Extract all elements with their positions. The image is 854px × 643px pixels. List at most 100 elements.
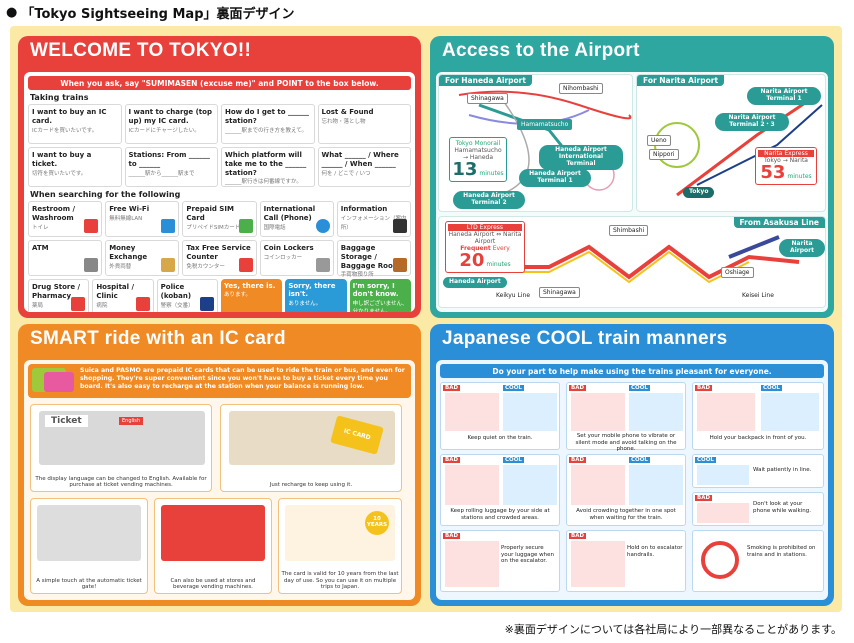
phrase-jp: ICカードにチャージしたい。 <box>128 127 200 134</box>
cool-illustration <box>503 465 557 505</box>
tax-free-icon <box>238 258 253 272</box>
answer-en: Sorry, there isn't. <box>288 282 336 299</box>
ticket-machine-image: Ticket English <box>39 411 205 465</box>
ten-years-badge: 10 YEARS <box>365 511 389 535</box>
ic-title: SMART ride with an IC card <box>30 328 286 349</box>
keikyu-line-label: Keikyu Line <box>496 292 531 299</box>
minutes-label: minutes <box>479 170 504 177</box>
manner-wait-in-line: COOL Wait patiently in line. <box>692 454 824 488</box>
ic-card-graphic: IC CARD <box>330 415 384 455</box>
phrase-card: Stations: From ______ to ____________駅から… <box>124 147 218 187</box>
money-exchange-icon <box>161 258 176 272</box>
bad-label: BAD <box>443 533 461 539</box>
manner-avoid-crowding: BAD COOL Avoid crowding together in one … <box>566 454 686 526</box>
phrase-card: Which platform will take me to the _____… <box>221 147 315 187</box>
pasmo-card-icon <box>44 372 74 392</box>
phrase-jp: ______駅までの行き方を教えて。 <box>225 127 308 134</box>
ltd-minutes: 20 <box>459 250 485 271</box>
bad-label: BAD <box>569 385 587 391</box>
answer-jp: 申し訳ございません、分かりません。 <box>352 300 408 312</box>
service-en: Drug Store / Pharmacy <box>32 283 81 300</box>
vending-machine-image <box>161 505 265 561</box>
phrase-en: Which platform will take me to the _____… <box>225 151 307 177</box>
narita-heading: For Narita Airport <box>637 75 725 86</box>
manner-caption: Hold your backpack in front of you. <box>709 435 807 441</box>
ic-step-validity: 10 YEARS The card is valid for 10 years … <box>278 498 402 594</box>
ic-intro-box: Suica and PASMO are prepaid IC cards tha… <box>28 364 411 398</box>
frequent-label: Frequent <box>460 245 491 252</box>
welcome-title: WELCOME TO TOKYO!! <box>30 40 252 61</box>
badge-haneda-intl: Haneda Airport International Terminal <box>539 145 623 170</box>
manners-panel: Japanese COOL train manners Do your part… <box>430 324 834 606</box>
service-grid-bottom: Drug Store / Pharmacy 薬局 Hospital / Clini… <box>24 279 415 312</box>
cool-illustration <box>503 393 557 431</box>
baggage-icon <box>392 258 407 272</box>
service-jp: コインロッカー <box>263 254 303 261</box>
manner-phone-walking: BAD Don't look at your phone while walki… <box>692 492 824 526</box>
service-card-pharmacy: Drug Store / Pharmacy 薬局 <box>28 279 90 312</box>
nex-time-box: Narita Express Tokyo → Narita 53 minutes <box>755 147 817 185</box>
manner-caption: Wait patiently in line. <box>753 467 812 473</box>
pharmacy-icon <box>71 297 86 311</box>
ic-step-caption: A simple touch at the automatic ticket g… <box>36 577 142 591</box>
taking-trains-heading: Taking trains <box>30 93 89 102</box>
badge-haneda-t2: Haneda Airport Terminal 2 <box>453 191 525 209</box>
phrase-en: I want to buy a ticket. <box>32 151 92 168</box>
wifi-icon <box>161 219 176 233</box>
coin-locker-icon <box>315 258 330 272</box>
asakusa-route-lines <box>469 235 800 284</box>
phrase-card: How do I get to ______ station?______駅まで… <box>221 104 315 144</box>
phrase-card: I want to buy a ticket.切符を買いたいです。 <box>28 147 122 187</box>
ltd-time-box: LTD Express Haneda Airport ⇔ Narita Airp… <box>445 221 525 273</box>
ic-step-recharge: IC CARD Just recharge to keep using it. <box>220 404 402 492</box>
phrase-jp: 忘れ物・落とし物 <box>321 118 366 125</box>
narita-route-lines <box>654 93 823 197</box>
service-card-call: International Call (Phone)国際電話 <box>259 201 334 237</box>
manner-caption: Hold on to escalator handrails. <box>627 545 683 558</box>
cool-label: COOL <box>503 385 524 391</box>
service-jp: 外貨両替 <box>109 263 132 270</box>
phrase-card: I want to charge (top up) my IC card.ICカ… <box>124 104 218 144</box>
header-text: 「Tokyo Sightseeing Map」裏面デザイン <box>21 6 295 22</box>
service-en: Coin Lockers <box>263 244 314 252</box>
service-en: Restroom / Washroom <box>32 205 76 222</box>
cool-label: COOL <box>503 457 524 463</box>
manner-caption: Avoid crowding together in one spot when… <box>576 508 676 521</box>
ic-card-panel: SMART ride with an IC card Suica and PAS… <box>18 324 421 606</box>
manner-rolling-luggage: BAD COOL Keep rolling luggage by your si… <box>440 454 560 526</box>
welcome-panel: WELCOME TO TOKYO!! When you ask, say "SU… <box>18 36 421 318</box>
ic-body: Suica and PASMO are prepaid IC cards tha… <box>24 360 415 600</box>
manner-quiet: BAD COOL Keep quiet on the train. <box>440 382 560 450</box>
welcome-instruction-strip: When you ask, say "SUMIMASEN (excuse me)… <box>28 76 411 90</box>
bad-illustration <box>445 541 499 587</box>
phrase-jp: ______駅から______駅まで <box>128 170 195 177</box>
manner-no-smoking: Smoking is prohibited on trains and in s… <box>692 530 824 592</box>
service-jp: 警察（交番） <box>160 302 194 309</box>
ticket-gate-image <box>37 505 141 561</box>
cool-illustration <box>629 393 683 431</box>
service-jp: インフォメーション（案内所） <box>340 215 407 231</box>
nex-label: Narita Express <box>758 150 814 157</box>
information-icon <box>392 219 407 233</box>
cool-illustration <box>761 393 819 431</box>
answer-dont-know: I'm sorry, I don't know.申し訳ございません、分かりません… <box>349 279 411 312</box>
service-jp: 薬局 <box>32 302 44 309</box>
manner-phone-silent: BAD COOL Set your mobile phone to vibrat… <box>566 382 686 452</box>
footer-note: ※裏面デザインについては各社局により一部異なることがあります。 <box>504 623 842 636</box>
every-label: Every <box>492 245 510 252</box>
staff-image: 10 YEARS <box>285 505 395 561</box>
phrase-jp: ICカードを買いたいです。 <box>32 127 98 134</box>
airport-title: Access to the Airport <box>442 40 640 61</box>
cool-label: COOL <box>695 457 716 463</box>
cool-illustration <box>629 465 683 505</box>
narita-map: For Narita Airport Narita Airport Termin… <box>636 74 826 212</box>
cool-illustration <box>697 465 749 485</box>
bad-label: BAD <box>695 495 713 501</box>
station-shimbashi: Shimbashi <box>609 225 649 236</box>
no-smoking-icon <box>701 541 739 579</box>
service-jp: 無料無線LAN <box>109 215 143 222</box>
